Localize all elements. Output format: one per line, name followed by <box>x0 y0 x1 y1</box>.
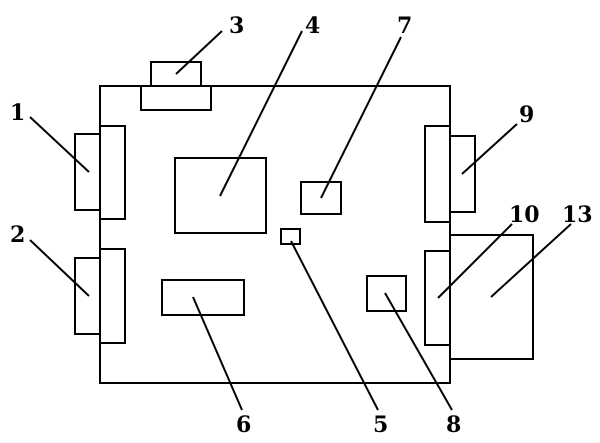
leader-line-10 <box>437 223 513 299</box>
leader-line-8 <box>384 292 453 411</box>
callout-9: 9 <box>519 102 534 128</box>
part-13-module <box>449 234 534 360</box>
callout-6: 6 <box>236 412 251 438</box>
leader-line-9 <box>461 123 518 175</box>
leader-line-13 <box>490 223 572 298</box>
part-10-connector <box>424 250 451 346</box>
callout-3: 3 <box>229 13 244 39</box>
part-6-block <box>161 279 245 316</box>
leader-line-3 <box>175 30 223 75</box>
leader-line-2 <box>29 239 90 297</box>
callout-2: 2 <box>10 222 25 248</box>
part-9-connector-outer <box>449 135 476 213</box>
callout-4: 4 <box>305 13 320 39</box>
callout-10: 10 <box>509 202 540 228</box>
part-2-connector-outer <box>74 257 101 335</box>
leader-line-1 <box>29 116 90 173</box>
callout-7: 7 <box>397 13 412 39</box>
leader-line-5 <box>290 240 379 411</box>
callout-1: 1 <box>10 100 25 126</box>
part-7-block <box>300 181 342 215</box>
part-4-block <box>174 157 267 234</box>
main-enclosure <box>99 85 451 384</box>
leader-line-7 <box>320 36 402 199</box>
leader-line-4 <box>219 30 303 197</box>
part-1-connector-inner <box>99 125 126 220</box>
part-9-connector-inner <box>424 125 451 223</box>
part-8-block <box>366 275 407 312</box>
callout-5: 5 <box>373 412 388 438</box>
part-1-connector-outer <box>74 133 101 211</box>
part-5-element <box>280 228 301 245</box>
callout-13: 13 <box>562 202 593 228</box>
leader-line-6 <box>192 296 243 411</box>
part-3-connector-outer <box>150 61 202 87</box>
callout-8: 8 <box>446 412 461 438</box>
part-2-connector-inner <box>99 248 126 344</box>
part-3-connector-inner <box>140 85 212 111</box>
